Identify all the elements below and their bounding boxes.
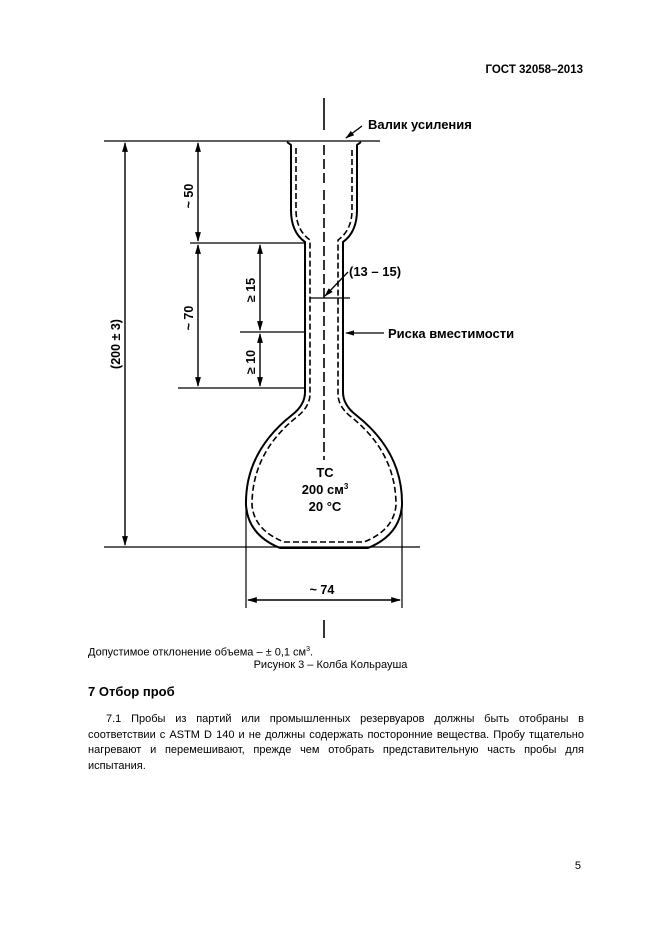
section-heading: 7 Отбор проб — [88, 684, 175, 699]
total-height-dimension: (200 ± 3) — [109, 319, 123, 369]
volume-tolerance-note: Допустимое отклонение объема – ± 0,1 см3… — [88, 646, 314, 659]
reinforcement-label: Валик усиления — [368, 117, 472, 132]
figure-caption: Рисунок 3 – Колба Кольрауша — [253, 659, 408, 671]
top-dimension: ~ 50 — [182, 184, 196, 209]
width-dimension: ~ 74 — [310, 583, 335, 597]
leader-lines — [324, 125, 384, 336]
kohlrausch-flask-figure: Валик усиления (13 – 15) Риска вместимос… — [104, 98, 514, 638]
dimension-lines — [122, 142, 401, 603]
middle-dimension: ~ 70 — [182, 306, 196, 331]
page-number: 5 — [574, 860, 581, 872]
reference-lines — [104, 140, 420, 608]
flask-marking-volume: 200 см3 — [302, 482, 349, 497]
document-code: ГОСТ 32058–2013 — [485, 64, 583, 76]
upper-mark-dimension: ≥ 15 — [244, 278, 258, 302]
flask-inner-wall — [251, 148, 397, 543]
section-paragraph: 7.1 Пробы из партий или промышленных рез… — [88, 713, 584, 772]
lower-mark-dimension: ≥ 10 — [244, 350, 258, 374]
capacity-mark-label: Риска вместимости — [388, 326, 514, 341]
flask-marking-temperature: 20 °C — [309, 499, 342, 514]
flask-outline — [244, 141, 404, 549]
flask-marking-tc: TC — [316, 465, 334, 480]
neck-dimension-label: (13 – 15) — [349, 264, 401, 279]
